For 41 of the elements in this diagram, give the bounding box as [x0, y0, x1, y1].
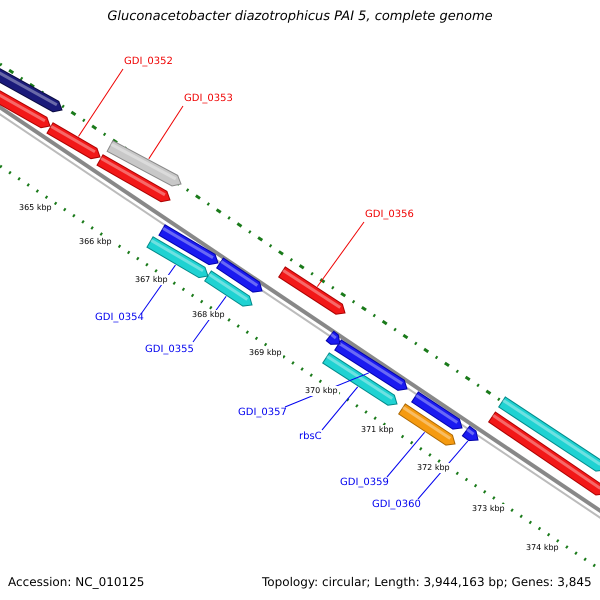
scale-label: 373 kbp: [471, 504, 506, 514]
gene-feature: [462, 426, 479, 442]
gene-label: GDI_0354: [95, 313, 144, 323]
gene-feature: [326, 330, 341, 345]
title: Gluconacetobacter diazotrophicus PAI 5, complete genome: [106, 10, 494, 23]
gene-feature: [158, 224, 219, 266]
gene-feature: [106, 140, 182, 187]
gene-feature: [498, 396, 600, 472]
gene-label: GDI_0353: [184, 94, 233, 104]
leader-line: [148, 106, 184, 160]
leader-line: [78, 68, 124, 137]
gene-feature: [96, 154, 171, 202]
gene-label: GDI_0355: [145, 345, 194, 355]
scale-label: 372 kbp: [416, 463, 451, 473]
gene-label: GDI_0360: [372, 500, 421, 510]
scale-label: 366 kbp: [78, 237, 113, 247]
gene-feature: [488, 411, 600, 496]
leader-line: [322, 386, 358, 430]
gene-feature: [398, 403, 456, 446]
info-text: Topology: circular; Length: 3,944,163 bp; Genes: 3,845: [262, 576, 592, 588]
gene-feature: [46, 122, 101, 160]
gene-feature: [278, 266, 346, 315]
scale-label: 371 kbp: [360, 425, 395, 435]
gene-label: rbsC: [299, 432, 322, 442]
leader-line: [316, 222, 364, 288]
gene-feature: [411, 391, 463, 430]
scale-label: 370 kbp: [304, 386, 339, 396]
gene-label: GDI_0359: [340, 478, 389, 488]
leader-line: [386, 432, 426, 478]
info-text: Accession: NC_010125: [8, 576, 144, 588]
scale-label: 367 kbp: [134, 275, 169, 285]
gene-feature: [204, 270, 253, 307]
gene-label: GDI_0356: [365, 210, 414, 220]
scale-label: 369 kbp: [248, 348, 283, 358]
gene-label: GDI_0357: [238, 408, 287, 418]
gene-feature: [322, 352, 398, 406]
scale-label: 368 kbp: [191, 310, 226, 320]
scale-label: 374 kbp: [525, 543, 560, 553]
gene-label: GDI_0352: [124, 57, 173, 67]
gene-feature: [216, 257, 263, 293]
scale-label: 365 kbp: [18, 203, 53, 213]
